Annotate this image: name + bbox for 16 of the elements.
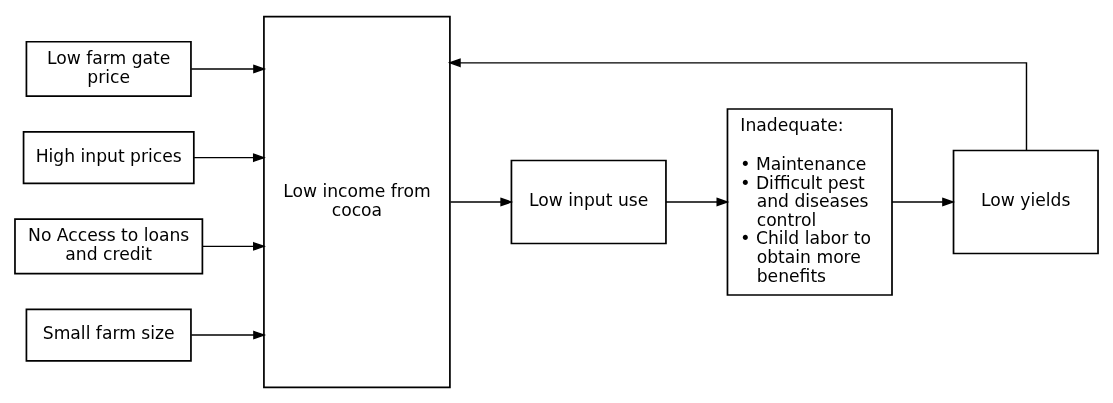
node-box: Small farm size [25, 307, 192, 362]
node-box: Inadequate: • Maintenance • Difficult pest and diseases control • Child labor to obtain more benefits [726, 107, 893, 296]
node-box: No Access to loans and credit [14, 217, 204, 274]
arrow [891, 197, 956, 206]
node-box: Low income from cocoa [263, 15, 451, 388]
arrow [193, 152, 266, 162]
arrow [190, 330, 267, 340]
node-box: Low farm gate price [25, 40, 192, 97]
arrow [665, 197, 730, 206]
node-box: Low input use [510, 159, 667, 244]
arrow [447, 57, 1028, 151]
arrow [190, 63, 267, 73]
arrow [449, 197, 514, 206]
node-box: Low yields [952, 149, 1099, 254]
node-box: High input prices [22, 130, 195, 184]
arrow [201, 241, 266, 251]
